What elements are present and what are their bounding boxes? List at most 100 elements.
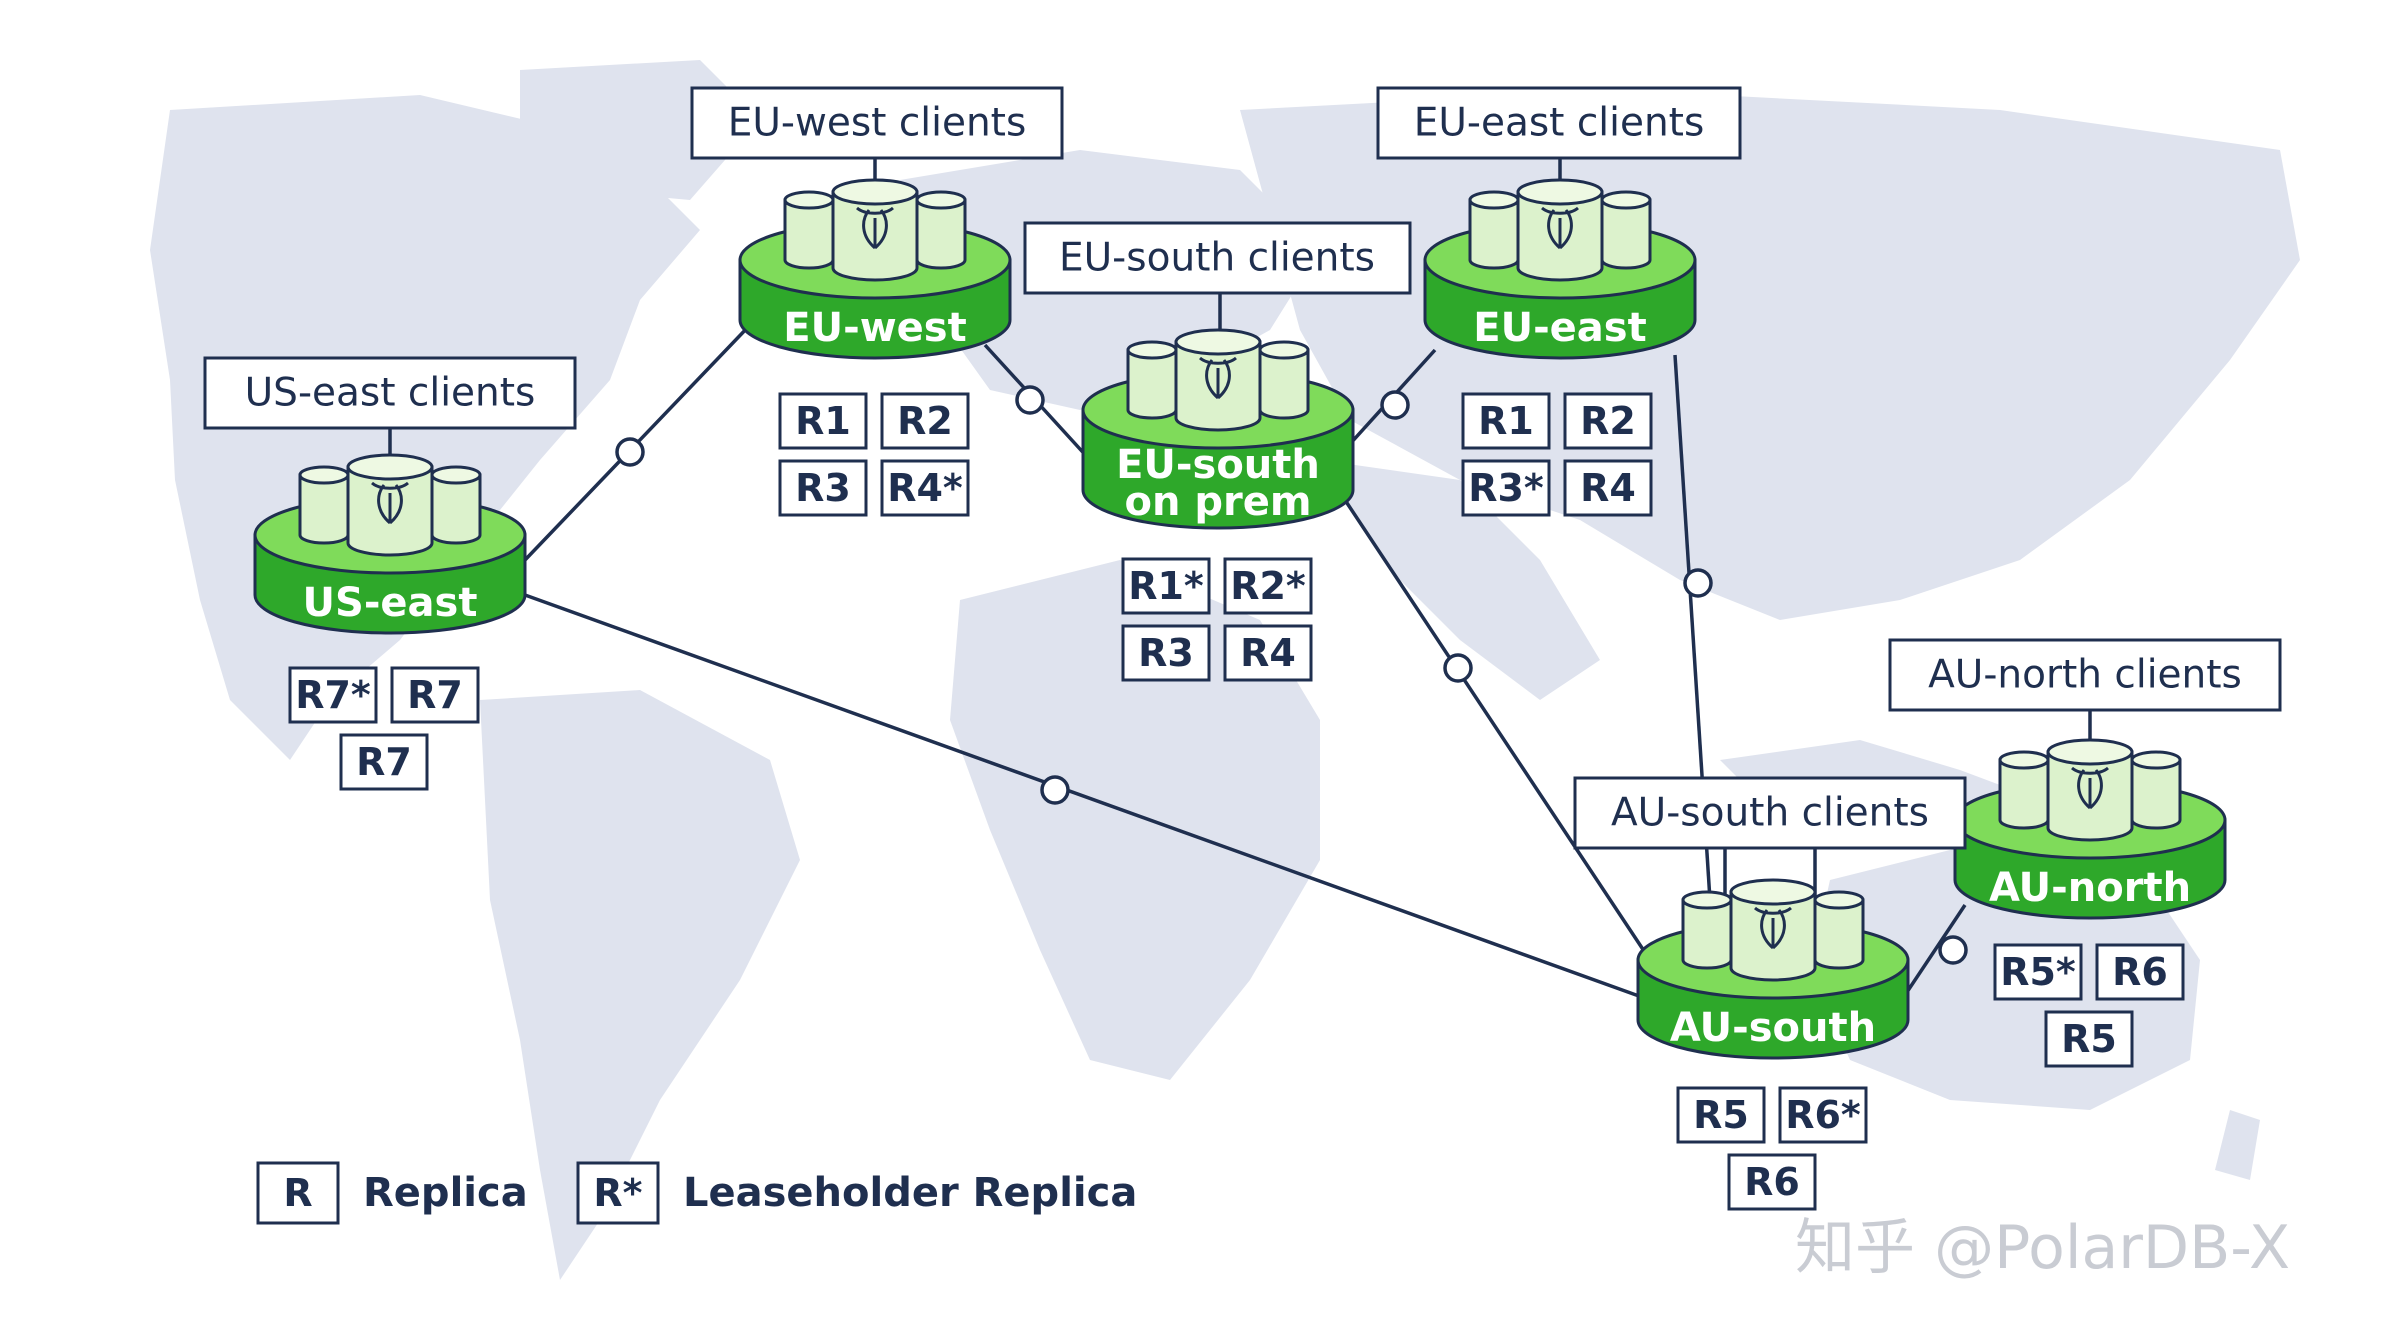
link-dot [615,437,645,467]
database-cylinders [1468,178,1652,282]
client-label: EU-south clients [1059,236,1375,281]
replica-badge: R6* [1778,1086,1868,1144]
cockroach-icon [1199,356,1237,400]
region-node-eu-east[interactable]: EU-east [1423,178,1697,360]
svg-text:R2: R2 [1580,399,1636,443]
svg-text:R1: R1 [1478,399,1534,443]
cockroach-icon [2071,766,2109,810]
replica-badge: R2 [880,392,970,450]
replica-badge: R7 [390,666,480,724]
cockroach-icon [371,481,409,525]
link-dot [1938,935,1968,965]
replica-badge: R3 [1121,624,1211,682]
replicas-eu-west: R1 R2 R3 R4* [778,392,970,517]
region-label-line1: EU-south [1116,442,1320,488]
replicas-au-south: R5 R6* R6 [1676,1086,1868,1211]
region-label: AU-north [1989,865,2191,911]
svg-text:R2*: R2* [1230,564,1306,608]
legend-leaseholder-symbol: R* [593,1171,642,1215]
watermark: 知乎 @PolarDB-X [1795,1213,2290,1283]
client-label: AU-north clients [1928,653,2242,698]
svg-text:R7: R7 [407,673,463,717]
cockroach-icon [1541,206,1579,250]
replica-badge: R7* [288,666,378,724]
svg-text:R3: R3 [795,466,851,510]
link-eu-south-au-south [1343,499,1652,961]
svg-text:R3: R3 [1138,631,1194,675]
replicas-eu-south: R1* R2* R3 R4 [1121,557,1313,682]
link-dot [1443,653,1473,683]
replica-badge: R6 [1727,1153,1817,1211]
client-box-eu-east: EU-east clients [1376,86,1742,160]
region-node-au-north[interactable]: AU-north [1953,738,2227,920]
client-label: US-east clients [245,371,536,416]
region-node-eu-west[interactable]: EU-west [738,178,1012,360]
legend-leaseholder-label: Leaseholder Replica [683,1170,1137,1216]
replica-badge: R1 [1461,392,1551,450]
client-box-eu-west: EU-west clients [690,86,1064,160]
svg-text:R7: R7 [356,740,412,784]
link-dot [1015,385,1045,415]
cockroach-icon [1754,906,1792,950]
replica-badge: R5 [2044,1010,2134,1068]
region-node-eu-south[interactable]: EU-south on prem [1081,328,1355,530]
link-us-east-au-south [524,593,1651,1002]
region-label: EU-west [783,305,966,351]
svg-text:R7*: R7* [295,673,371,717]
region-node-us-east[interactable]: US-east [253,453,527,635]
legend: R Replica R* Leaseholder Replica [256,1161,1137,1225]
replica-badge: R5* [1993,943,2083,1001]
legend-replica-symbol: R [283,1171,312,1215]
client-box-eu-south: EU-south clients [1023,221,1412,295]
replica-badge: R4 [1563,459,1653,517]
region-label: AU-south [1670,1005,1876,1051]
region-label: US-east [303,580,478,626]
database-cylinders [1998,738,2182,842]
database-cylinders [298,453,482,557]
legend-replica-label: Replica [363,1170,528,1216]
replica-badge: R3 [778,459,868,517]
svg-text:R4: R4 [1240,631,1296,675]
replicas-eu-east: R1 R2 R3* R4 [1461,392,1653,517]
svg-text:R1*: R1* [1128,564,1204,608]
svg-text:R3*: R3* [1468,466,1544,510]
cockroach-icon [856,206,894,250]
client-box-au-south: AU-south clients [1573,776,1967,850]
svg-text:R5*: R5* [2000,950,2076,994]
svg-text:R6: R6 [2112,950,2168,994]
database-cylinders [1126,328,1310,432]
svg-text:R6*: R6* [1785,1093,1861,1137]
replica-badge: R4* [880,459,970,517]
svg-text:R4*: R4* [887,466,963,510]
client-label: EU-east clients [1414,101,1705,146]
client-box-au-north: AU-north clients [1888,638,2282,712]
replica-badge: R5 [1676,1086,1766,1144]
replica-badge: R4 [1223,624,1313,682]
replicas-au-north: R5* R6 R5 [1993,943,2185,1068]
replica-badge: R3* [1461,459,1551,517]
svg-text:R4: R4 [1580,466,1636,510]
svg-text:R2: R2 [897,399,953,443]
replicas-us-east: R7* R7 R7 [288,666,480,791]
replica-badge: R2* [1223,557,1313,615]
link-dots [615,385,1968,965]
legend-leaseholder: R* Leaseholder Replica [576,1161,1137,1225]
database-cylinders [783,178,967,282]
region-label: EU-east [1473,305,1646,351]
link-dot [1380,390,1410,420]
legend-replica: R Replica [256,1161,528,1225]
region-label-line2: on prem [1124,479,1311,525]
region-node-au-south[interactable]: AU-south [1636,878,1910,1060]
replica-badge: R1* [1121,557,1211,615]
database-cylinders [1681,878,1865,982]
svg-text:R5: R5 [1693,1093,1749,1137]
client-label: AU-south clients [1611,791,1929,836]
link-au-south-au-north [1903,904,1967,996]
svg-text:R6: R6 [1744,1160,1800,1204]
svg-text:R5: R5 [2061,1017,2117,1061]
replica-badge: R6 [2095,943,2185,1001]
client-box-us-east: US-east clients [203,356,577,430]
replica-badge: R2 [1563,392,1653,450]
replica-badge: R7 [339,733,429,791]
